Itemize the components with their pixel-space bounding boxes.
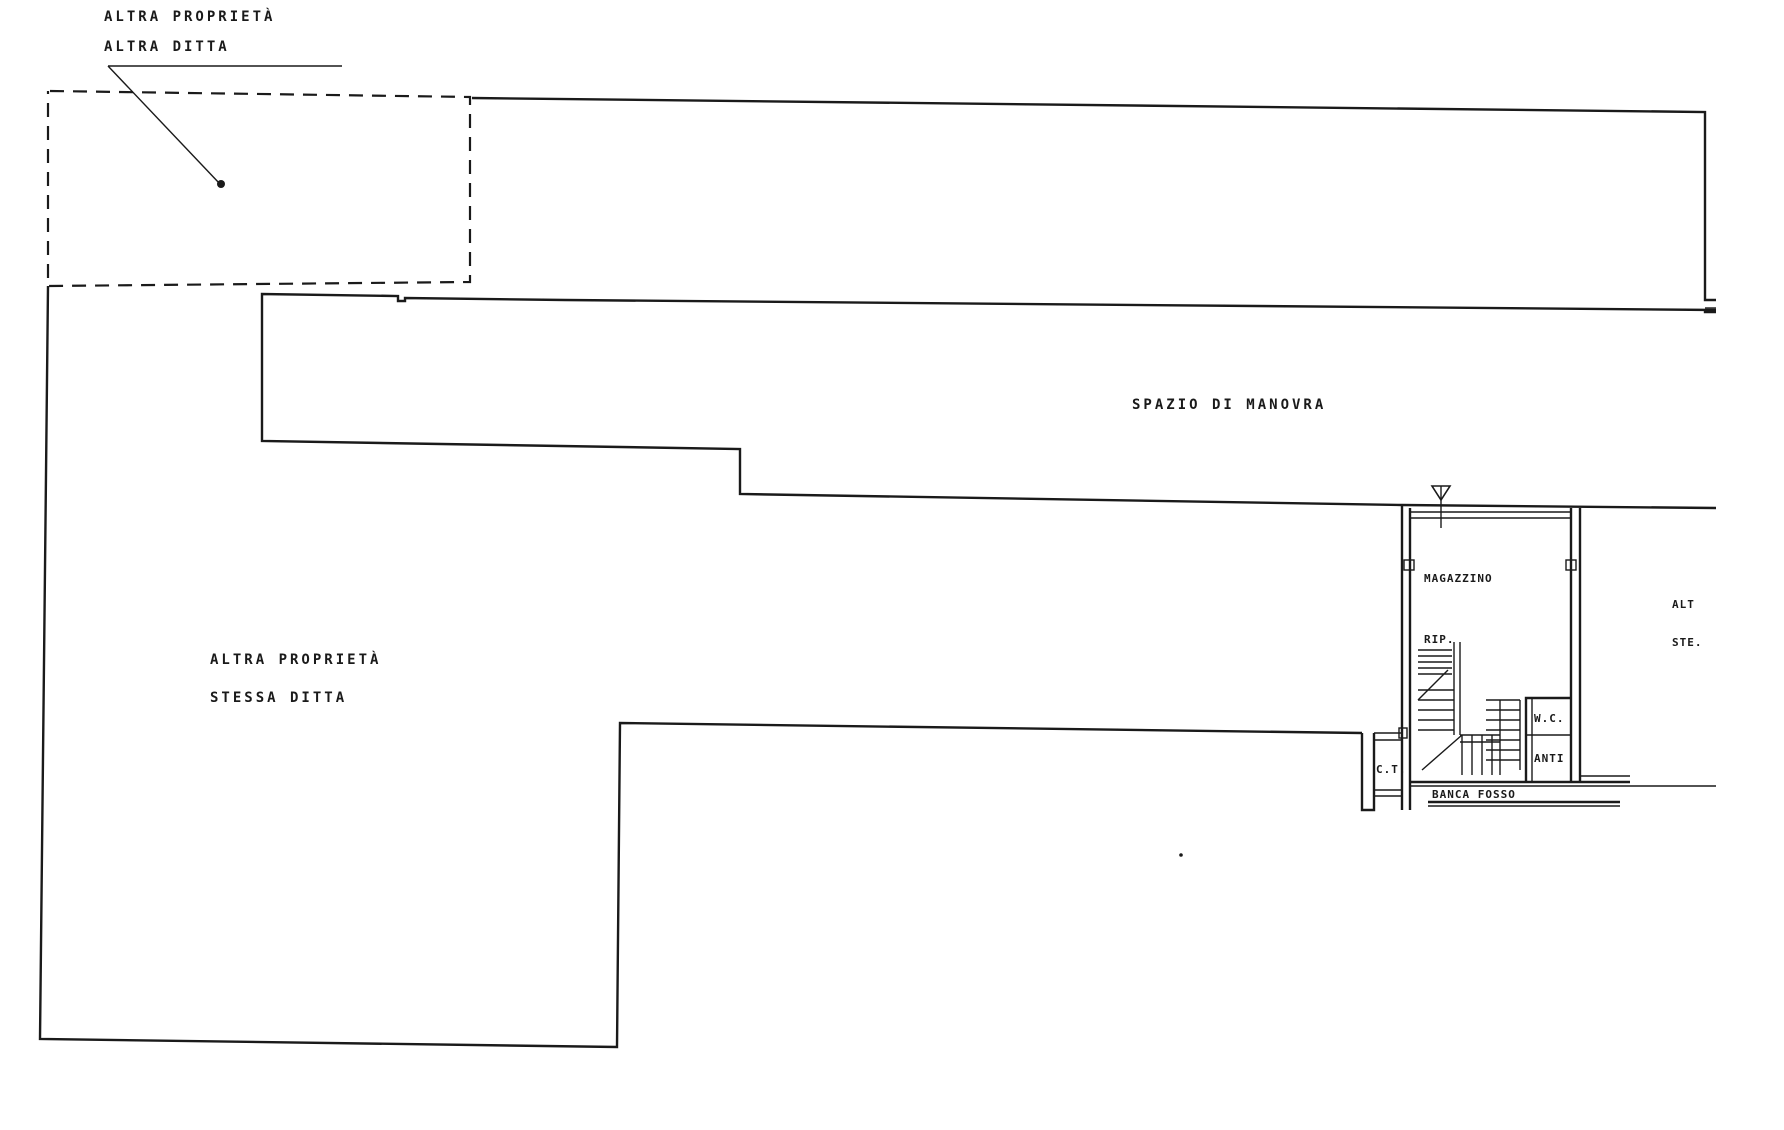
parcel-other-company <box>46 89 472 288</box>
label-wc: W.C. <box>1534 712 1565 725</box>
stairs-icon <box>1417 642 1520 775</box>
leader-line <box>107 65 342 188</box>
label-top-owner-line1: ALTRA PROPRIETÀ <box>104 8 275 25</box>
top-building-outline <box>471 96 1716 314</box>
label-ditch: BANCA FOSSO <box>1432 788 1516 801</box>
label-maneuver-space: SPAZIO DI MANOVRA <box>1132 397 1326 413</box>
storage-unit <box>1360 485 1716 812</box>
entrance-arrow-icon <box>1430 485 1452 528</box>
label-right-cut-line2: STE. <box>1672 636 1703 649</box>
label-storage: MAGAZZINO <box>1424 572 1493 585</box>
maneuver-space-outline <box>260 292 1717 510</box>
label-top-owner-line2: ALTRA DITTA <box>104 39 230 55</box>
heating-room <box>1360 727 1408 812</box>
stray-dot <box>1179 853 1183 857</box>
label-left-owner-line1: ALTRA PROPRIETÀ <box>210 651 381 668</box>
parcel-same-company <box>38 285 1363 1049</box>
label-closet: RIP. <box>1424 633 1455 646</box>
label-right-cut-line1: ALT <box>1672 598 1695 611</box>
label-left-owner-line2: STESSA DITTA <box>210 690 347 706</box>
label-anti: ANTI <box>1534 752 1565 765</box>
label-heating: C.T. <box>1376 763 1407 776</box>
wc-room <box>1519 696 1571 782</box>
